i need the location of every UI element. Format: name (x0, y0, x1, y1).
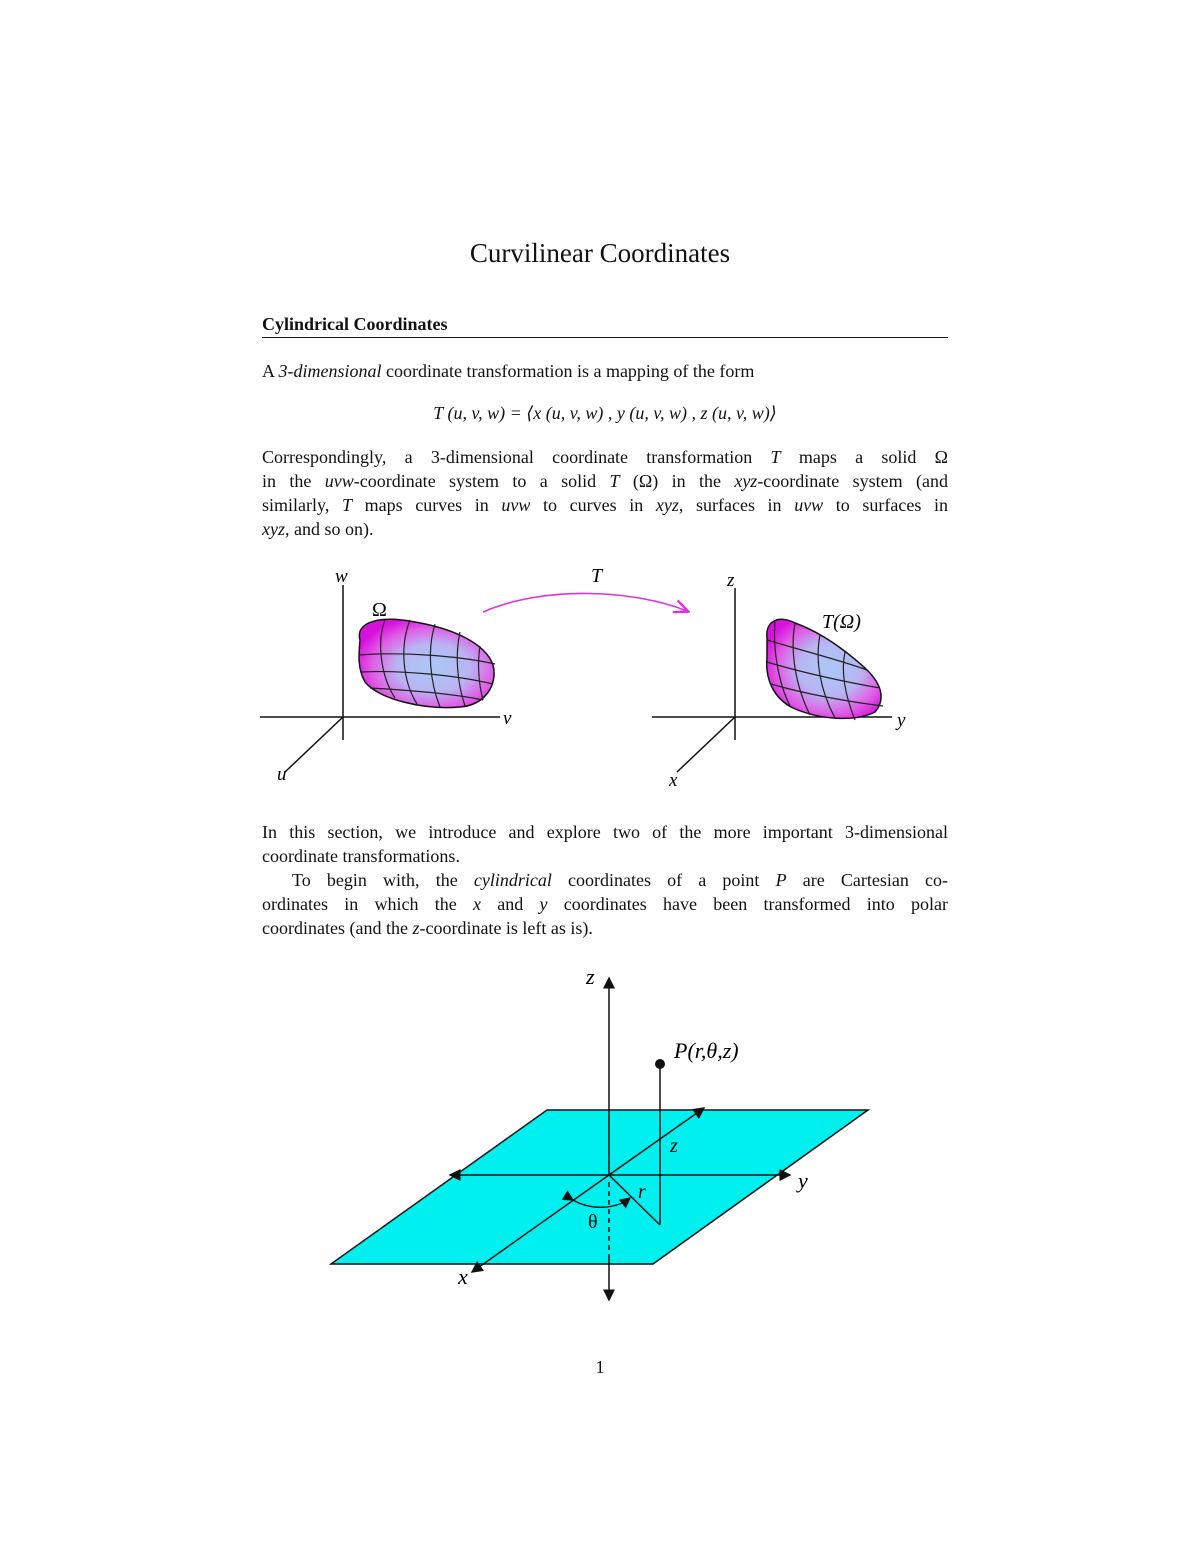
paragraph-correspondingly: Correspondingly, a 3-dimensional coordin… (262, 447, 949, 539)
intro-text: A (262, 361, 279, 381)
axis-z-label: z (585, 964, 595, 989)
page-title: Curvilinear Coordinates (469, 238, 731, 268)
axis-label-z: z (726, 570, 735, 591)
mapping-arrow (482, 592, 687, 612)
axis-x-label: x (457, 1264, 468, 1289)
section-heading: Cylindrical Coordinates (262, 314, 448, 334)
axis-label-v: v (503, 708, 512, 729)
solid-t-omega (765, 618, 884, 721)
left-axes (260, 585, 500, 773)
point-p (655, 1059, 665, 1069)
figure-mapping: w v u Ω T z y x T(Ω) (260, 565, 906, 791)
region-label-t-omega: T(Ω) (822, 611, 861, 633)
height-label: z (669, 1135, 678, 1157)
map-label-T: T (591, 565, 604, 587)
axis-label-u: u (277, 764, 287, 785)
axis-label-w: w (335, 566, 348, 587)
figure-cylindrical: z y x P(r,θ,z) z r θ (328, 964, 871, 1302)
page-number: 1 (595, 1357, 605, 1377)
intro-text-end: coordinate transformation is a mapping o… (381, 361, 755, 381)
radius-segment (608, 1174, 661, 1226)
intro-paragraph: A 3-dimensional coordinate transformatio… (262, 359, 948, 383)
point-label: P(r,θ,z) (673, 1038, 739, 1063)
intro-emphasis: 3-dimensional (278, 361, 382, 381)
radius-label: r (638, 1181, 646, 1203)
region-label-omega: Ω (372, 599, 387, 621)
transformation-equation: T (u, v, w) = ⟨x (u, v, w) , y (u, v, w)… (433, 403, 777, 423)
theta-arc (561, 1190, 632, 1209)
section-rule (262, 337, 948, 338)
axis-y-label: y (796, 1168, 808, 1193)
paragraph-intro-section: In this section, we introduce and explor… (262, 822, 948, 866)
axis-label-x: x (668, 770, 678, 791)
solid-omega (358, 618, 496, 709)
axis-label-y: y (895, 710, 906, 731)
paragraph-cylindrical-definition: To begin with, the cylindrical coordinat… (262, 870, 948, 938)
xy-plane (328, 1109, 871, 1265)
angle-label: θ (588, 1211, 598, 1233)
